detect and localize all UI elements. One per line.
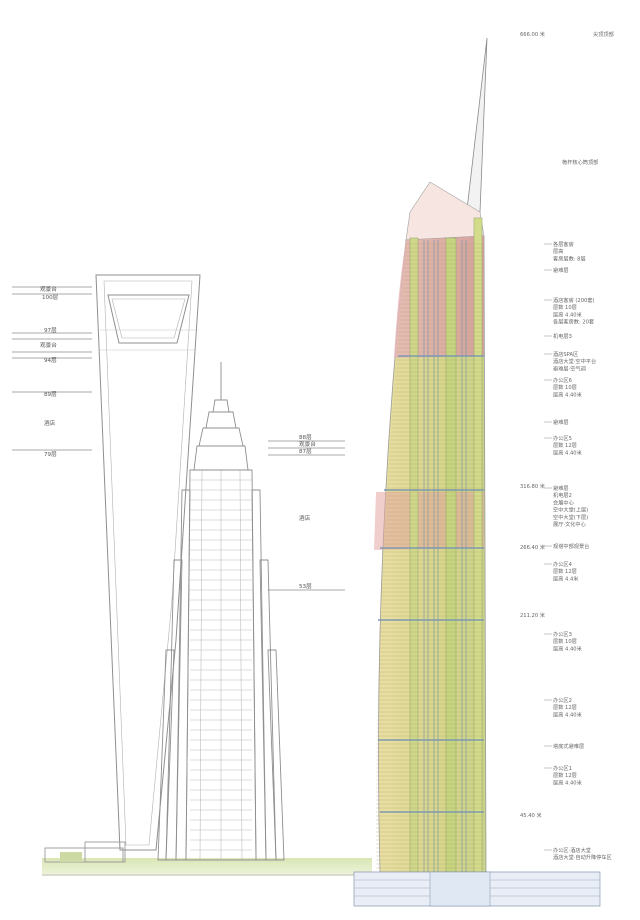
swfc-label: 94层 [44, 357, 57, 364]
swfc-label: 观景台 [40, 285, 57, 293]
zone-label-line: 层数 12层 [553, 567, 577, 575]
zone-label-line: 层数 10层 [553, 303, 577, 311]
jinmao-label: 87层 [299, 448, 312, 455]
swfc-base [44, 841, 126, 863]
zone-label-line: 办公区6 [553, 376, 572, 384]
zone-label-line: 办公区4 [553, 560, 573, 568]
zone-label-line: 酒店SPA区 [553, 350, 578, 358]
zone-label-line: 避难层·空气调 [553, 364, 586, 372]
swfc-tower [95, 274, 201, 851]
zone-label-line: 办公区2 [553, 696, 572, 704]
zone-label-line: 层高 [553, 247, 563, 255]
jinmao-label: 53层 [299, 583, 312, 590]
tower-floor-lines [376, 243, 484, 869]
zone-label-line: 展厅·文化中心 [553, 520, 586, 528]
zone-leaders [544, 243, 552, 851]
zone-label-line: 层数 12层 [553, 441, 577, 449]
jinmao-label: 酒店 [299, 514, 311, 522]
zone-label-line: 层高 4.4米 [553, 574, 579, 582]
zone-label-line: 办公区1 [553, 764, 572, 772]
tower-zone-breaks [378, 355, 484, 813]
elevation-label: 211.20 米 [520, 611, 546, 619]
zone-label-line: 空中大堂(上层) [553, 506, 588, 514]
basement [429, 871, 491, 907]
swfc-label: 100层 [42, 294, 59, 301]
elevation-label: 666.00 米 [520, 30, 546, 38]
spire [465, 37, 488, 219]
zone-label-line: 层高 4.40米 [553, 390, 583, 398]
swfc-label: 酒店 [44, 419, 56, 427]
zone-label-line: 酒店客房 (200套) [553, 296, 595, 304]
facade-refuge-zone [374, 492, 484, 550]
facade-hotel-zone [394, 236, 484, 358]
elevation-labels: 666.00 米 尖顶顶部 桅杆核心筒顶部 316.80 米 266.40 米 … [520, 30, 614, 819]
zone-label-line: 层数 10层 [553, 383, 577, 391]
zone-label-line: 层高 4.40米 [553, 644, 583, 652]
elevation-label: 316.80 米 [520, 482, 546, 490]
spire-label: 尖顶顶部 [593, 30, 614, 38]
shanghai-tower [353, 37, 601, 907]
core-center [445, 237, 457, 873]
zone-label-line: 办公区·酒店大堂 [553, 846, 591, 854]
jinmao-level-lines [268, 440, 345, 591]
zone-label-line: 办公区3 [553, 630, 572, 638]
swfc-label: 79层 [44, 451, 57, 458]
jinmao-level-labels: 88层 观景台 87层 酒店 53层 [299, 434, 316, 590]
zone-label-line: 办公区5 [553, 434, 572, 442]
zone-label-line: 层高 4.40米 [553, 310, 583, 318]
core-top-label: 桅杆核心筒顶部 [562, 158, 598, 166]
zone-label-line: 空中大堂(下层) [553, 513, 588, 521]
swfc-level-labels: 观景台 100层 97层 观景台 94层 89层 酒店 79层 [40, 285, 59, 458]
elevation-label: 45.40 米 [520, 811, 542, 819]
jinmao-floor-bands [190, 479, 252, 851]
zone-label-line: 各层客房数: 20套 [553, 318, 595, 326]
swfc-label: 97层 [44, 327, 57, 334]
zone-label-line: 层数 10层 [553, 637, 577, 645]
zone-label-line: 酒店大堂·自动升降停车区 [553, 853, 612, 861]
zone-label-line: 机电层3 [553, 332, 572, 340]
zone-label-line: 避难层 [553, 418, 569, 426]
zone-label-line: 各层客房 [553, 240, 574, 248]
elevation-label: 266.40 米 [520, 543, 546, 551]
zone-label-line: 客房层数: 8层 [553, 254, 586, 262]
core-left [409, 237, 419, 873]
jinmao-label: 88层 [299, 434, 312, 441]
zone-label-line: 观塔中部观景台 [553, 542, 589, 550]
ground-strip [42, 858, 372, 876]
swfc-label: 89层 [44, 391, 57, 398]
swfc-label: 观景台 [40, 341, 57, 349]
zone-label-line: 层数 12层 [553, 771, 577, 779]
jinmao-tower [157, 362, 285, 861]
zone-label-line: 塔底式避难层 [553, 742, 584, 750]
swfc-level-lines [12, 286, 92, 451]
zone-label-line: 会展中心 [553, 498, 574, 506]
zone-label-line: 层高 4.40米 [553, 448, 583, 456]
jinmao-label: 观景台 [299, 440, 316, 448]
zone-label-line: 层高 4.40米 [553, 710, 583, 718]
zone-label-line: 酒店大堂·空中平台 [553, 357, 596, 365]
zone-label-line: 避难层 [553, 266, 569, 274]
zone-label-line: 机电层2 [553, 491, 572, 499]
zone-label-line: 避难层 [553, 484, 569, 492]
zone-label-line: 层数 12层 [553, 703, 577, 711]
zone-label-line: 层高 4.40米 [553, 778, 583, 786]
